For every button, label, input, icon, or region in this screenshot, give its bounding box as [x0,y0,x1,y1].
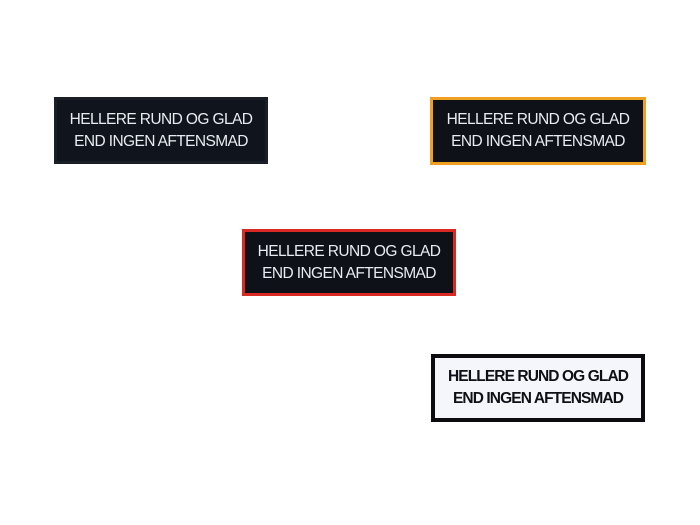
patch-white: HELLERE RUND OG GLAD END INGEN AFTENSMAD [431,354,645,422]
patch-text-line-1: HELLERE RUND OG GLAD [257,242,441,260]
patch-text-line-2: END INGEN AFTENSMAD [451,133,625,150]
patch-text-line-2: END INGEN AFTENSMAD [452,390,624,407]
patch-black-border: HELLERE RUND OG GLAD END INGEN AFTENSMAD [54,97,268,164]
patch-orange-border: HELLERE RUND OG GLAD END INGEN AFTENSMAD [430,97,646,165]
patch-text-line-1: HELLERE RUND OG GLAD [447,368,629,385]
patch-red-border: HELLERE RUND OG GLAD END INGEN AFTENSMAD [242,229,456,296]
patch-text-line-2: END INGEN AFTENSMAD [74,132,248,150]
patch-text-line-1: HELLERE RUND OG GLAD [446,111,630,128]
patch-text-line-1: HELLERE RUND OG GLAD [69,110,253,128]
patch-text-line-2: END INGEN AFTENSMAD [262,264,436,282]
